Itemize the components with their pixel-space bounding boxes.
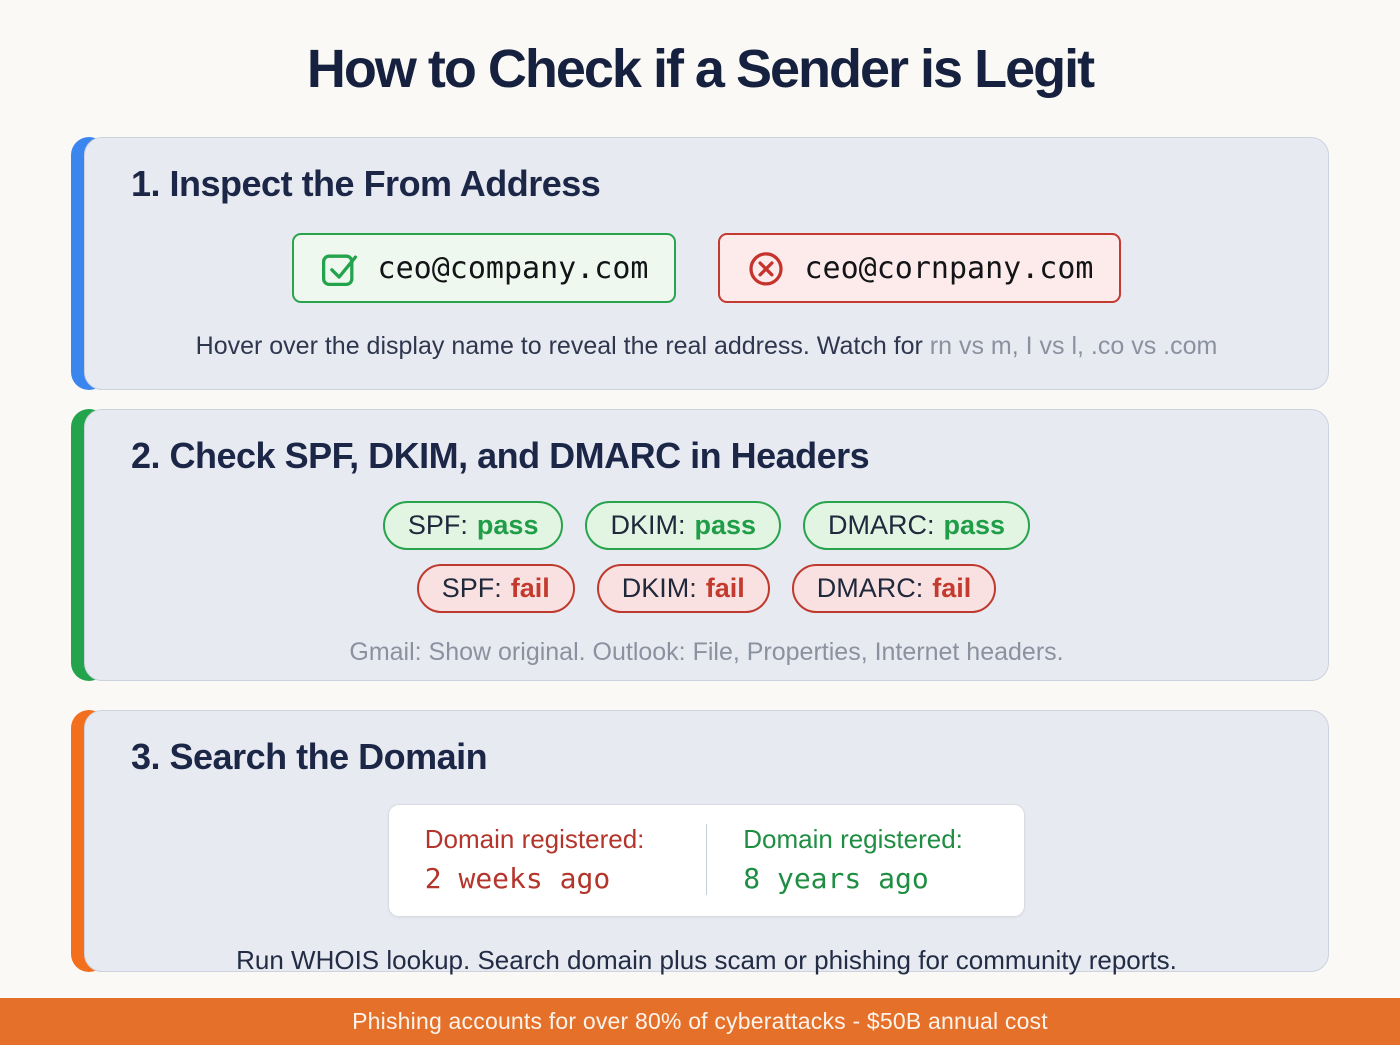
section-1-heading: 1. Inspect the From Address — [131, 163, 601, 204]
badge-value: fail — [705, 573, 745, 603]
vertical-divider — [705, 824, 708, 895]
section-3-body: 3. Search the Domain Domain registered: … — [84, 710, 1329, 975]
page-title: How to Check if a Sender is Legit — [306, 39, 1095, 99]
suspicious-domain-label: Domain registered: — [424, 824, 645, 854]
section-1-hint: Hover over the display name to reveal th… — [131, 332, 1282, 361]
dkim-pass-badge: DKIM: pass — [585, 501, 782, 550]
dkim-fail-badge: DKIM: fail — [596, 564, 770, 613]
badge-label: SPF: — [407, 510, 468, 540]
footer-banner: Phishing accounts for over 80% of cybera… — [0, 998, 1400, 1045]
section-2-body: 2. Check SPF, DKIM, and DMARC in Headers… — [84, 409, 1329, 681]
suspicious-domain-column: Domain registered: 2 weeks ago — [425, 824, 670, 895]
legit-email-text: ceo@company.com — [377, 250, 649, 286]
badge-value: fail — [932, 573, 972, 603]
legit-email-box: ceo@company.com — [291, 233, 677, 303]
legit-domain-column: Domain registered: 8 years ago — [743, 824, 988, 895]
dmarc-pass-badge: DMARC: pass — [803, 501, 1031, 550]
fake-email-text: ceo@cornpany.com — [804, 250, 1094, 286]
section-check-headers: 2. Check SPF, DKIM, and DMARC in Headers… — [71, 409, 1329, 681]
fail-badge-row: SPF: fail DKIM: fail DMARC: fail — [131, 564, 1282, 613]
badge-label: DKIM: — [610, 510, 686, 540]
section-search-domain: 3. Search the Domain Domain registered: … — [71, 710, 1329, 975]
checkbox-check-icon — [320, 248, 360, 288]
badge-label: DKIM: — [621, 573, 697, 603]
badge-label: DMARC: — [828, 510, 935, 540]
badge-label: DMARC: — [816, 573, 924, 603]
section-inspect-from-address: 1. Inspect the From Address ceo@company.… — [71, 137, 1329, 390]
whois-panel-wrap: Domain registered: 2 weeks ago Domain re… — [131, 804, 1282, 917]
badge-value: pass — [476, 510, 539, 540]
dmarc-fail-badge: DMARC: fail — [791, 564, 997, 613]
whois-panel: Domain registered: 2 weeks ago Domain re… — [387, 804, 1026, 917]
section-2-hint: Gmail: Show original. Outlook: File, Pro… — [349, 638, 1064, 666]
circle-x-icon — [746, 248, 786, 288]
legit-domain-value: 8 years ago — [743, 862, 929, 895]
spf-fail-badge: SPF: fail — [416, 564, 575, 613]
fake-email-box: ceo@cornpany.com — [718, 233, 1122, 303]
suspicious-domain-value: 2 weeks ago — [424, 862, 611, 895]
section-3-hint: Run WHOIS lookup. Search domain plus sca… — [236, 945, 1177, 975]
badge-value: pass — [694, 510, 757, 540]
badge-value: fail — [510, 573, 550, 603]
section-1-body: 1. Inspect the From Address ceo@company.… — [84, 137, 1329, 390]
badge-value: pass — [943, 510, 1006, 540]
spf-pass-badge: SPF: pass — [382, 501, 564, 550]
email-comparison-row: ceo@company.com ceo@cornpany.com — [131, 233, 1282, 303]
pass-badge-row: SPF: pass DKIM: pass DMARC: pass — [131, 501, 1282, 550]
footer-stat-text: Phishing accounts for over 80% of cybera… — [352, 1008, 1048, 1034]
hint-main-text: Hover over the display name to reveal th… — [195, 332, 930, 360]
section-3-heading: 3. Search the Domain — [131, 736, 488, 777]
hint-lookalike-tokens: rn vs m, I vs l, .co vs .com — [929, 332, 1218, 360]
badge-label: SPF: — [441, 573, 502, 603]
section-2-heading: 2. Check SPF, DKIM, and DMARC in Headers — [131, 435, 870, 476]
legit-domain-label: Domain registered: — [743, 824, 963, 854]
